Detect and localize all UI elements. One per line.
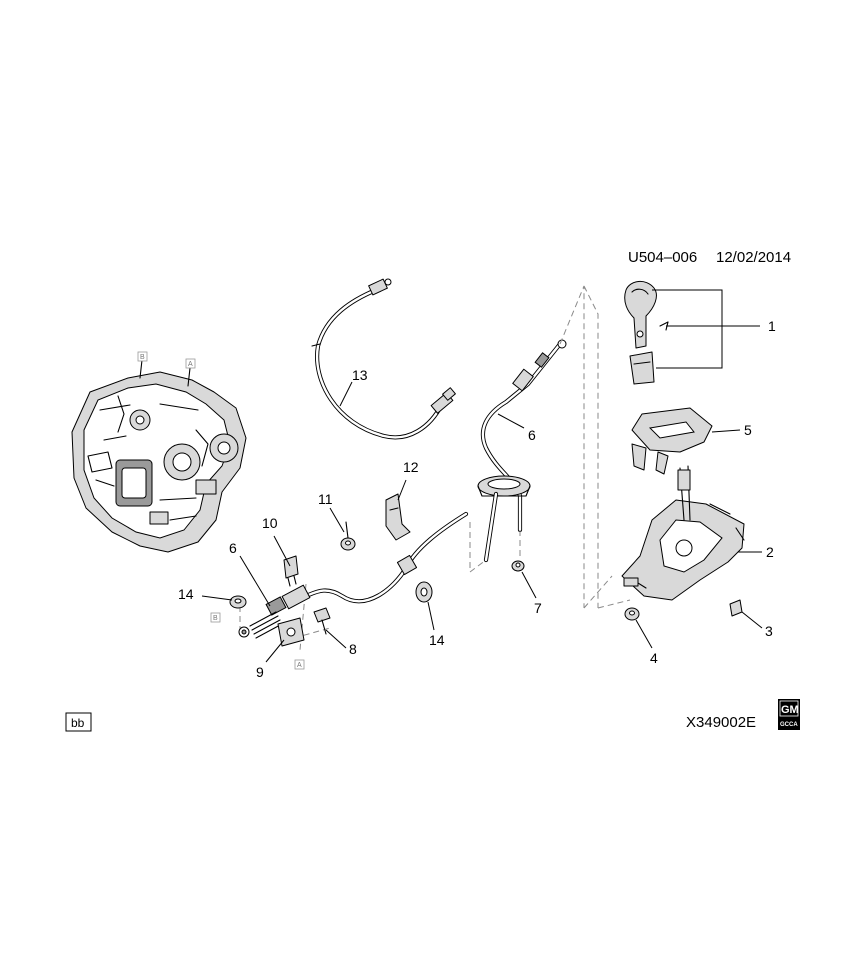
shift-knob	[624, 281, 669, 349]
reference-marker-a-bottom: A	[294, 659, 305, 670]
diagram-date: 12/02/2014	[716, 249, 791, 266]
cable-nut-left	[229, 595, 247, 609]
callout-4: 4	[650, 650, 658, 666]
gm-logo: GM GCCA	[778, 699, 800, 730]
cable-support-bracket	[385, 493, 411, 541]
reference-marker-a-top: A	[185, 358, 196, 369]
shifter-clip	[729, 599, 743, 617]
gm-logo-sub: GCCA	[780, 722, 798, 728]
reference-marker-b-top: B	[137, 351, 148, 362]
shift-interlock-cable	[311, 278, 456, 440]
callout-11: 11	[318, 491, 333, 507]
cable-retainer-clip	[283, 555, 299, 587]
svg-text:A: A	[297, 662, 302, 669]
shifter-base-nut	[624, 607, 640, 621]
callout-13: 13	[352, 367, 368, 383]
callout-10: 10	[262, 515, 278, 531]
svg-text:B: B	[213, 615, 218, 622]
gm-logo-letters: GM	[781, 704, 799, 716]
shift-control-cable-lower	[238, 511, 469, 639]
callout-6-upper: 6	[528, 427, 536, 443]
reference-marker-b-bottom: B	[210, 612, 221, 623]
callout-5: 5	[744, 422, 752, 438]
svg-text:A: A	[188, 361, 193, 368]
shift-knob-sleeve	[629, 351, 655, 385]
callout-3: 3	[765, 623, 773, 639]
cable-nut-middle	[415, 581, 433, 603]
callout-7: 7	[534, 600, 542, 616]
badge-text: bb	[71, 716, 85, 730]
callout-14-left: 14	[178, 586, 194, 602]
cable-bracket	[277, 617, 305, 647]
callout-14-middle: 14	[429, 632, 445, 648]
diagram-code: U504–006	[628, 249, 697, 266]
callout-8: 8	[349, 641, 357, 657]
callout-6-lower: 6	[229, 540, 237, 556]
svg-text:B: B	[140, 354, 145, 361]
shift-control-cable-upper	[477, 339, 567, 563]
shifter-nut	[511, 560, 525, 572]
transmission-assembly	[71, 359, 247, 553]
bracket-bolt	[313, 607, 331, 635]
shifter-bezel	[631, 407, 713, 475]
callout-1: 1	[768, 318, 776, 334]
callout-9: 9	[256, 664, 264, 680]
drawing-number: X349002E	[686, 714, 756, 731]
callout-2: 2	[766, 544, 774, 560]
leader-lines	[201, 289, 763, 663]
section-badge: bb	[65, 712, 92, 732]
bracket-bolt-upper	[340, 521, 356, 551]
shifter-base	[621, 465, 745, 601]
callout-12: 12	[403, 459, 419, 475]
